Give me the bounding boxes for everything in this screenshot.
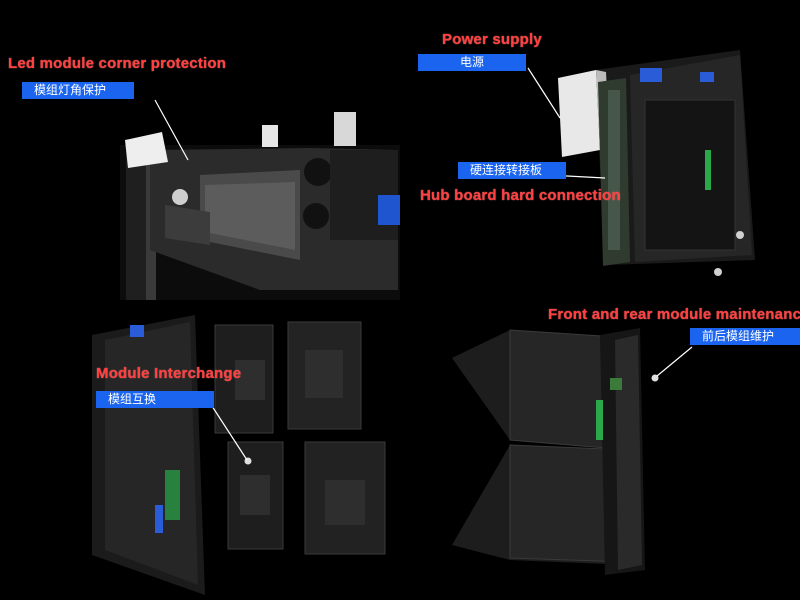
corner-protection-illustration — [120, 99, 400, 300]
module-interchange-panel: Module Interchange 模组互换 — [0, 300, 400, 600]
module-interchange-title: Module Interchange — [96, 365, 242, 382]
hub-board-tag: 硬连接转接板 — [458, 162, 566, 179]
module-interchange-illustration — [92, 315, 386, 595]
hub-board-title: Hub board hard connection — [420, 187, 621, 204]
corner-protection-panel: Led module corner protection 模组灯角保护 — [0, 0, 400, 300]
corner-protection-tag: 模组灯角保护 — [22, 82, 134, 99]
maintenance-illustration — [452, 328, 693, 575]
power-hub-illustration — [527, 50, 755, 276]
power-supply-tag: 电源 — [418, 54, 526, 71]
maintenance-panel: Front and rear module maintenanc 前后模组维护 — [400, 300, 800, 600]
corner-protection-title: Led module corner protection — [8, 55, 227, 72]
maintenance-title: Front and rear module maintenanc — [548, 306, 800, 323]
maintenance-tag: 前后模组维护 — [690, 328, 800, 345]
power-supply-title: Power supply — [442, 31, 542, 48]
module-interchange-tag: 模组互换 — [96, 391, 214, 408]
power-hub-panel: Power supply 电源 硬连接转接板 Hub board hard co… — [400, 0, 800, 300]
